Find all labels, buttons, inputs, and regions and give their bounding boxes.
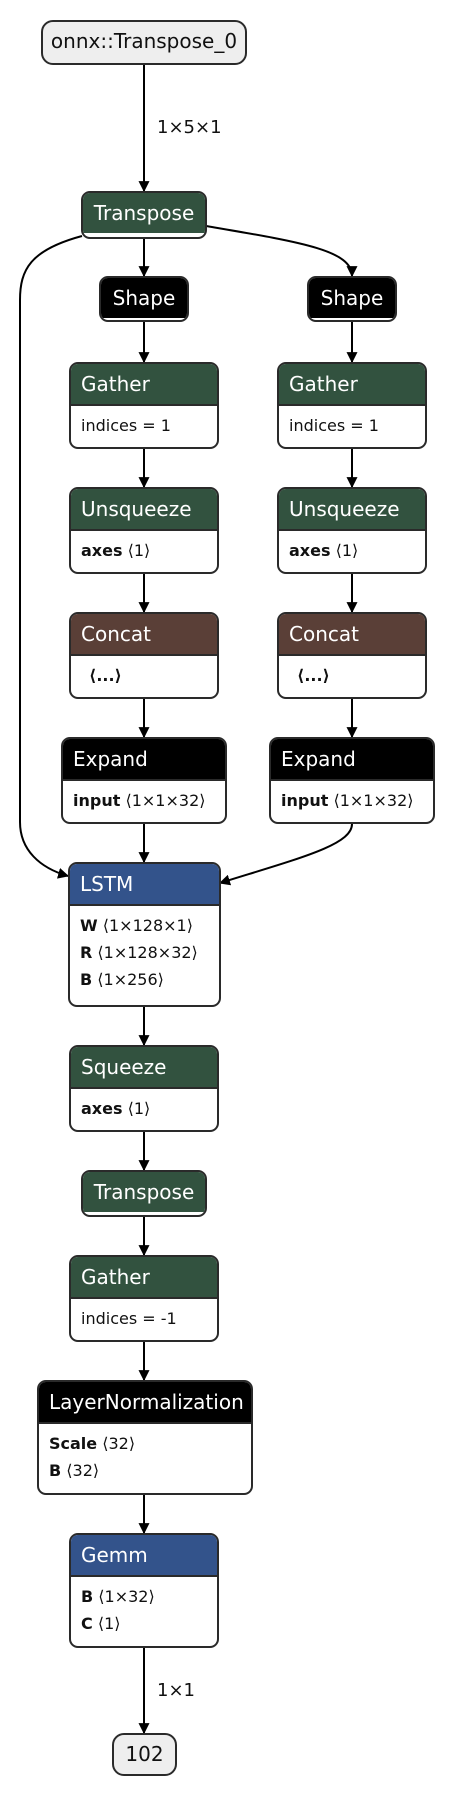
attr-row: B ⟨1×256⟩ xyxy=(80,966,209,993)
node-attributes: input ⟨1×1×32⟩ xyxy=(63,779,225,820)
attr-value: ⟨1⟩ xyxy=(127,1099,151,1118)
layernorm-node[interactable]: LayerNormalization Scale ⟨32⟩ B ⟨32⟩ xyxy=(37,1380,253,1495)
attr-value: ⟨1⟩ xyxy=(335,541,359,560)
attr-indices: indices = 1 xyxy=(289,416,379,435)
concat-node-left[interactable]: Concat ⟨...⟩ xyxy=(69,612,219,699)
attr-value: ⟨...⟩ xyxy=(89,666,122,685)
attr-value: ⟨1×128×1⟩ xyxy=(102,916,193,935)
node-attributes: axes ⟨1⟩ xyxy=(71,1087,217,1128)
gather-node-right[interactable]: Gather indices = 1 xyxy=(277,362,427,449)
node-attributes: axes ⟨1⟩ xyxy=(71,529,217,570)
attr-indices: indices = -1 xyxy=(81,1309,177,1328)
node-title: Gather xyxy=(279,364,425,404)
gemm-node[interactable]: Gemm B ⟨1×32⟩ C ⟨1⟩ xyxy=(69,1533,219,1648)
output-node[interactable]: 102 xyxy=(112,1733,177,1776)
node-title: Gather xyxy=(71,364,217,404)
input-shape-label: 1×5×1 xyxy=(157,117,222,138)
attr-row: C ⟨1⟩ xyxy=(81,1610,207,1637)
gather-node-end[interactable]: Gather indices = -1 xyxy=(69,1255,219,1342)
node-attributes: indices = 1 xyxy=(279,404,425,445)
attr-name: Scale xyxy=(49,1434,98,1453)
expand-node-right[interactable]: Expand input ⟨1×1×32⟩ xyxy=(269,737,435,824)
squeeze-node[interactable]: Squeeze axes ⟨1⟩ xyxy=(69,1045,219,1132)
attr-name: C xyxy=(81,1614,93,1633)
edge-transpose-shape-right xyxy=(205,225,358,278)
attr-name: axes xyxy=(81,541,123,560)
attr-row: R ⟨1×128×32⟩ xyxy=(80,939,209,966)
attr-value: ⟨...⟩ xyxy=(297,666,330,685)
expand-node-left[interactable]: Expand input ⟨1×1×32⟩ xyxy=(61,737,227,824)
lstm-node[interactable]: LSTM W ⟨1×128×1⟩ R ⟨1×128×32⟩ B ⟨1×256⟩ xyxy=(68,862,221,1007)
attr-name: axes xyxy=(289,541,331,560)
node-title: Shape xyxy=(101,278,187,318)
node-attributes: ⟨...⟩ xyxy=(71,654,217,695)
attr-row: B ⟨1×32⟩ xyxy=(81,1583,207,1610)
attr-value: ⟨1×1×32⟩ xyxy=(125,791,206,810)
node-title: Gather xyxy=(71,1257,217,1297)
attr-value: ⟨32⟩ xyxy=(102,1434,136,1453)
gather-node-left[interactable]: Gather indices = 1 xyxy=(69,362,219,449)
input-node[interactable]: onnx::Transpose_0 xyxy=(41,20,247,65)
transpose-node-mid[interactable]: Transpose xyxy=(81,1170,207,1217)
node-title: Transpose xyxy=(83,1172,205,1212)
node-attributes: W ⟨1×128×1⟩ R ⟨1×128×32⟩ B ⟨1×256⟩ xyxy=(70,904,219,999)
attr-name: input xyxy=(73,791,121,810)
attr-value: ⟨1×32⟩ xyxy=(98,1587,155,1606)
attr-value: ⟨1×256⟩ xyxy=(97,970,164,989)
shape-node-left[interactable]: Shape xyxy=(99,276,189,322)
attr-value: ⟨1⟩ xyxy=(97,1614,121,1633)
node-title: Concat xyxy=(279,614,425,654)
edge-expand-lstm-right xyxy=(218,823,353,886)
attr-row: Scale ⟨32⟩ xyxy=(49,1430,241,1457)
attr-value: ⟨1×1×32⟩ xyxy=(333,791,414,810)
node-title: Transpose xyxy=(83,193,205,233)
node-title: Shape xyxy=(309,278,395,318)
node-attributes: input ⟨1×1×32⟩ xyxy=(271,779,433,820)
edge-transpose-lstm-skip xyxy=(19,235,83,879)
attr-value: ⟨1⟩ xyxy=(127,541,151,560)
attr-indices: indices = 1 xyxy=(81,416,171,435)
attr-name: W xyxy=(80,916,98,935)
attr-row: W ⟨1×128×1⟩ xyxy=(80,912,209,939)
node-title: Gemm xyxy=(71,1535,217,1575)
attr-value: ⟨32⟩ xyxy=(66,1461,100,1480)
node-title: Concat xyxy=(71,614,217,654)
attr-row: B ⟨32⟩ xyxy=(49,1457,241,1484)
unsqueeze-node-left[interactable]: Unsqueeze axes ⟨1⟩ xyxy=(69,487,219,574)
node-title: Expand xyxy=(271,739,433,779)
node-title: Expand xyxy=(63,739,225,779)
output-shape-label: 1×1 xyxy=(157,1680,195,1701)
attr-name: axes xyxy=(81,1099,123,1118)
attr-name: R xyxy=(80,943,93,962)
node-attributes: B ⟨1×32⟩ C ⟨1⟩ xyxy=(71,1575,217,1643)
node-attributes: Scale ⟨32⟩ B ⟨32⟩ xyxy=(39,1422,251,1490)
node-title: Squeeze xyxy=(71,1047,217,1087)
shape-node-right[interactable]: Shape xyxy=(307,276,397,322)
node-title: Unsqueeze xyxy=(279,489,425,529)
concat-node-right[interactable]: Concat ⟨...⟩ xyxy=(277,612,427,699)
node-title: Unsqueeze xyxy=(71,489,217,529)
node-title: LSTM xyxy=(70,864,219,904)
attr-name: B xyxy=(80,970,93,989)
node-attributes: indices = 1 xyxy=(71,404,217,445)
node-title: LayerNormalization xyxy=(39,1382,251,1422)
attr-value: ⟨1×128×32⟩ xyxy=(97,943,198,962)
unsqueeze-node-right[interactable]: Unsqueeze axes ⟨1⟩ xyxy=(277,487,427,574)
node-attributes: axes ⟨1⟩ xyxy=(279,529,425,570)
node-attributes: indices = -1 xyxy=(71,1297,217,1338)
transpose-node-top[interactable]: Transpose xyxy=(81,191,207,239)
node-attributes: ⟨...⟩ xyxy=(279,654,425,695)
attr-name: input xyxy=(281,791,329,810)
attr-name: B xyxy=(49,1461,62,1480)
attr-name: B xyxy=(81,1587,94,1606)
